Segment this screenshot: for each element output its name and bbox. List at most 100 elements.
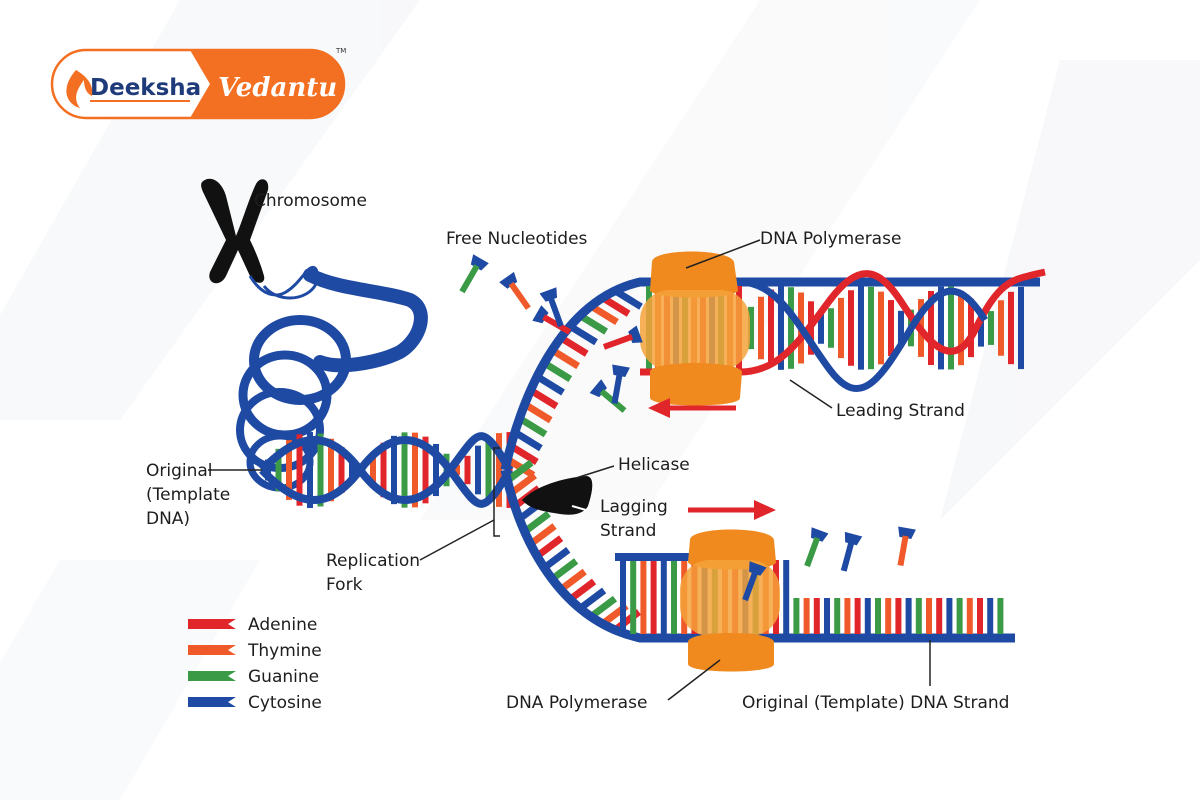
base-pair-rung: [508, 472, 537, 497]
base-pair-rung: [988, 311, 994, 345]
base-pair-rung: [550, 558, 579, 582]
base-pair-rung: [1008, 291, 1014, 365]
dna-polymerase-top: [640, 251, 750, 406]
lagging-strand-bases: [620, 560, 1004, 634]
dna-polymerase-bottom: [680, 529, 780, 672]
base-pair-rung: [528, 523, 557, 547]
base-pair-rung: [898, 310, 904, 346]
flame-icon: [66, 70, 93, 108]
base-pair-rung: [905, 598, 912, 634]
base-pair-rung: [997, 598, 1004, 634]
nucleotide: [602, 325, 643, 350]
label-chromosome: Chromosome: [254, 191, 367, 211]
logo-left-text: Deeksha: [90, 75, 201, 101]
template-double-helix: [259, 432, 514, 508]
legend-item: Adenine: [188, 615, 317, 635]
leader-lines: [208, 239, 931, 701]
base-pair-rung: [778, 286, 784, 370]
base-pair-rung: [433, 443, 439, 497]
legend-label: Thymine: [247, 641, 322, 661]
base-pair-rung: [567, 578, 597, 603]
base-pair-rung: [464, 455, 471, 485]
base-pair-rung: [542, 547, 571, 571]
nucleotide: [897, 526, 916, 567]
chromosome-icon: [201, 178, 320, 300]
base-pair-rung: [803, 598, 810, 634]
base-pair-rung: [338, 446, 345, 494]
label-original-1: Original: [146, 461, 213, 481]
label-dna-polymerase-top: DNA Polymerase: [760, 229, 901, 249]
base-pair-rung: [864, 598, 871, 634]
free-nucleotides: [459, 254, 916, 602]
legend-label: Guanine: [248, 667, 319, 687]
lagging-direction-arrow: [688, 500, 776, 520]
base-pair-rung: [888, 300, 894, 356]
base-pair-rung: [968, 298, 974, 358]
label-template-strand: Original (Template) DNA Strand: [742, 693, 1009, 713]
nucleotide: [804, 527, 829, 568]
label-original-2: (Template: [146, 485, 230, 505]
base-pair-rung: [793, 598, 800, 634]
base-pair-rung: [998, 300, 1004, 356]
base-pair-rung: [946, 598, 953, 634]
lagging-fragment: [615, 553, 730, 561]
base-pair-rung: [485, 437, 492, 503]
base-pair-rung: [275, 448, 282, 492]
base-pair-rung: [522, 510, 551, 535]
label-replication-fork-2: Fork: [326, 575, 363, 595]
legend-swatch: [188, 671, 236, 681]
base-pair-rung: [496, 433, 502, 507]
base-pair-rung: [620, 560, 626, 634]
label-free-nucleotides: Free Nucleotides: [446, 229, 588, 249]
base-pair-rung: [558, 334, 589, 357]
legend-item: Guanine: [188, 667, 319, 687]
upper-fork-arm: [500, 277, 1040, 479]
label-original-3: DNA): [146, 509, 190, 529]
label-helicase: Helicase: [618, 455, 690, 475]
base-pair-rung: [522, 401, 553, 424]
base-pair-rung: [550, 347, 580, 370]
base-pair-rung: [748, 306, 754, 350]
base-pair-rung: [534, 535, 564, 559]
base-pair-rung: [475, 445, 481, 495]
base-pair-rung: [956, 598, 963, 634]
base-pair-rung: [578, 587, 607, 612]
base-pair-rung: [568, 323, 598, 346]
base-pair-rung: [958, 290, 964, 366]
base-pair-rung: [349, 457, 355, 483]
nucleotide: [539, 287, 564, 328]
nucleotide: [499, 271, 531, 310]
logo-right-text: Vedantu: [218, 73, 337, 103]
base-pair-rung: [936, 598, 943, 634]
legend-swatch: [188, 697, 236, 707]
base-pair-rung: [650, 560, 657, 634]
base-pair-rung: [513, 429, 543, 452]
base-pair-rung: [758, 296, 764, 360]
base-pair-rung: [928, 290, 934, 366]
base-pair-rung: [391, 435, 397, 505]
base-pair-rung: [578, 312, 608, 335]
label-leading-strand: Leading Strand: [836, 401, 965, 421]
base-pair-rung: [517, 415, 548, 438]
base-pair-rung: [858, 286, 864, 370]
base-pair-rung: [938, 286, 944, 370]
brand-logo: Deeksha Vedantu TM: [50, 47, 346, 120]
legend-swatch: [188, 619, 236, 629]
leading-new-strand: [640, 268, 1046, 376]
base-pair-rung: [542, 360, 573, 383]
base-pair-rung: [926, 598, 932, 634]
base-pair-rung: [844, 598, 851, 634]
base-pair-rung: [505, 459, 534, 484]
nucleotide: [742, 561, 767, 602]
base-pair-rung: [370, 452, 376, 488]
base-pair-rung: [834, 598, 841, 634]
base-pair-rung: [630, 560, 637, 634]
base-pair-rung: [987, 598, 994, 634]
legend-item: Thymine: [188, 641, 322, 661]
legend-label: Cytosine: [248, 693, 322, 713]
base-pair-rung: [948, 286, 954, 370]
trademark-mark: TM: [335, 47, 346, 55]
